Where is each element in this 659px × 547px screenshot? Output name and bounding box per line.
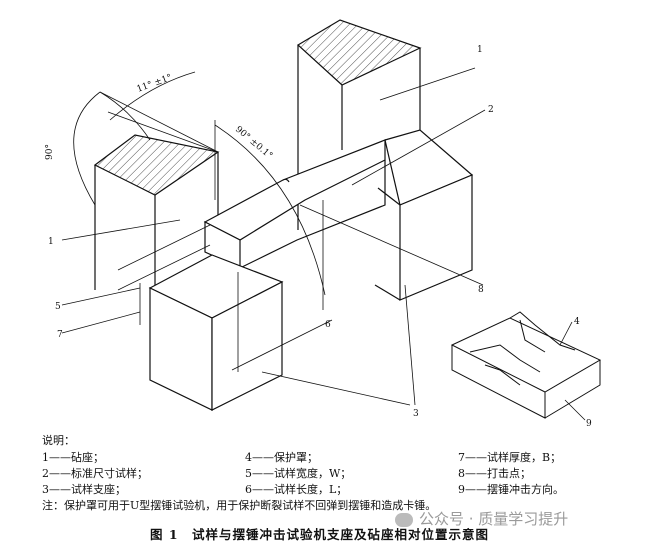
callout-5: 5	[55, 302, 61, 312]
legend-item: 2——标准尺寸试样；	[42, 467, 148, 480]
angle-11: 11° ±1°	[136, 73, 174, 95]
legend-item: 9——摆锤冲击方向。	[458, 483, 564, 496]
protective-guard	[450, 311, 602, 419]
callout-1-left: 1	[48, 237, 54, 247]
callout-8: 8	[478, 285, 484, 295]
specimen	[203, 139, 386, 269]
legend-item: 3——试样支座；	[42, 483, 126, 496]
callouts: 1 1 2 3 4 5 6 7 8 9 11° ±1° 90° 90° ±0.1…	[45, 45, 592, 429]
legend-item: 5——试样宽度，W；	[245, 467, 352, 480]
callout-2: 2	[488, 105, 494, 115]
legend-note: 注：保护罩可用于U型摆锤试验机，用于保护断裂试样不回弹到摆锤和造成卡锤。	[42, 499, 437, 512]
wechat-icon	[395, 512, 413, 527]
legend-item: 8——打击点；	[458, 467, 531, 480]
anvil-right	[296, 19, 422, 230]
callout-7: 7	[57, 330, 63, 340]
angle-90-left: 90°	[45, 144, 55, 160]
callout-4: 4	[574, 317, 580, 327]
support-left	[148, 254, 284, 411]
legend-item: 1——砧座；	[42, 451, 104, 464]
callout-6: 6	[325, 320, 331, 330]
legend-item: 6——试样长度，L；	[245, 483, 348, 496]
callout-9: 9	[586, 419, 592, 429]
callout-3: 3	[413, 409, 419, 419]
watermark-text: 公众号 · 质量学习提升	[419, 510, 569, 528]
legend-item: 4——保护罩；	[245, 451, 318, 464]
callout-1-right: 1	[477, 45, 483, 55]
support-right	[374, 129, 474, 301]
legend-title: 说明：	[42, 434, 75, 447]
figure-caption: 图 1 试样与摆锤冲击试验机支座及砧座相对位置示意图	[150, 527, 490, 542]
legend-item: 7——试样厚度，B；	[458, 451, 562, 464]
watermark: 公众号 · 质量学习提升	[395, 508, 568, 529]
